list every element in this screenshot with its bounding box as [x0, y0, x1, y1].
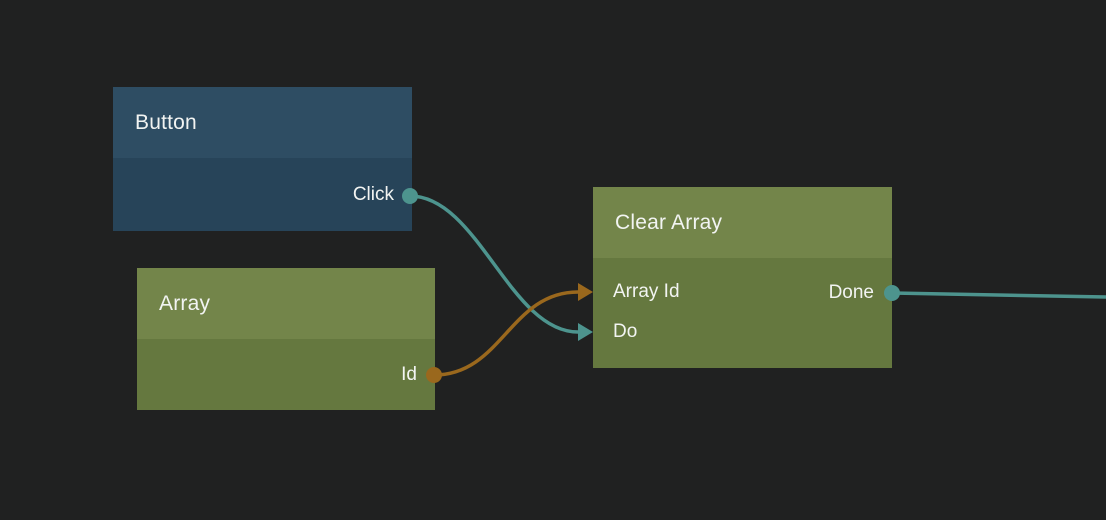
node-clear-array-body: Array Id Do Done	[593, 258, 892, 368]
port-input-do[interactable]: Do	[613, 319, 637, 345]
node-clear-array-header[interactable]: Clear Array	[593, 187, 892, 258]
port-output-click[interactable]: Click	[353, 182, 394, 208]
node-title: Array	[159, 291, 211, 315]
node-title: Clear Array	[615, 210, 723, 234]
node-button-header[interactable]: Button	[113, 87, 412, 158]
port-label: Click	[352, 184, 394, 205]
node-clear-array[interactable]: Clear Array Array Id Do Done	[593, 187, 892, 368]
port-output-id[interactable]: Id	[401, 362, 417, 388]
port-input-array-id[interactable]: Array Id	[613, 279, 680, 305]
node-button-body: Click	[113, 158, 412, 231]
node-array-body: Id	[137, 339, 435, 410]
port-label: Id	[401, 364, 417, 385]
node-array[interactable]: Array Id	[137, 268, 435, 410]
node-title: Button	[135, 110, 197, 134]
wire-arrowhead-do	[578, 323, 593, 341]
wire-id-to-array-id[interactable]	[433, 290, 579, 377]
wire-click-to-do[interactable]	[409, 194, 579, 334]
node-array-header[interactable]: Array	[137, 268, 435, 339]
port-output-done[interactable]: Done	[829, 280, 874, 306]
port-label: Done	[828, 282, 874, 303]
port-label: Do	[613, 321, 638, 342]
wire-done-offscreen[interactable]	[891, 291, 1106, 299]
wire-arrowhead-array-id	[578, 283, 593, 301]
node-button[interactable]: Button Click	[113, 87, 412, 231]
port-label: Array Id	[613, 281, 680, 302]
